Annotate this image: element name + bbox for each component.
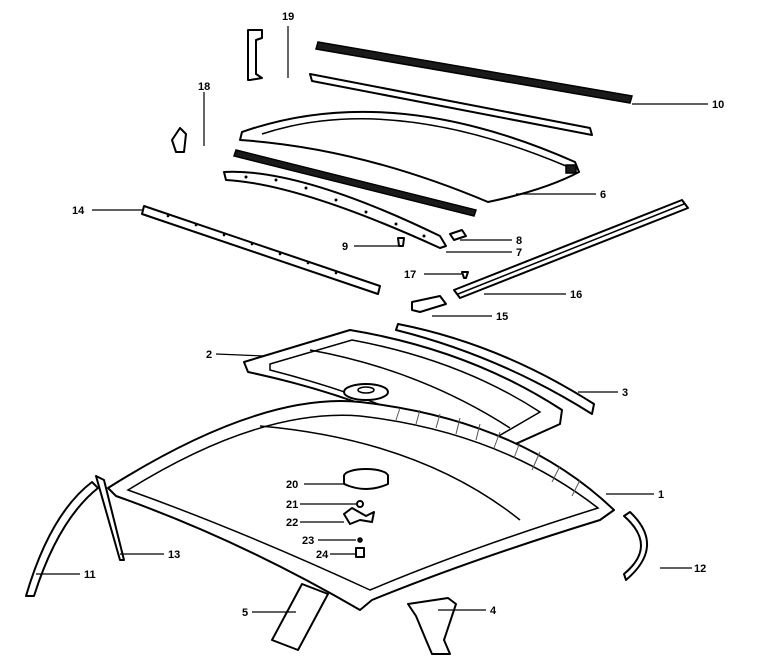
part-14 [141, 205, 381, 295]
callout-6: 6 [600, 189, 606, 201]
callout-23: 23 [302, 535, 314, 547]
callout-labels: 19 10 18 6 14 8 9 7 17 16 15 2 3 1 20 21… [72, 11, 724, 619]
part-23 [357, 537, 363, 543]
part-2 [243, 329, 563, 461]
callout-17: 17 [404, 269, 416, 281]
part-21 [356, 500, 364, 508]
part-6 [239, 110, 580, 203]
callout-1: 1 [658, 489, 664, 501]
part-3 [395, 323, 595, 415]
part-10 [315, 41, 633, 104]
part-17 [461, 271, 469, 279]
leader-lines [36, 26, 708, 613]
callout-9: 9 [342, 241, 348, 253]
part-16 [453, 199, 689, 299]
callout-21: 21 [286, 499, 298, 511]
callout-4: 4 [490, 605, 497, 617]
callout-3: 3 [622, 387, 628, 399]
callout-16: 16 [570, 289, 582, 301]
callout-5: 5 [242, 607, 248, 619]
callout-19: 19 [282, 11, 294, 23]
callout-14: 14 [72, 205, 85, 217]
part-7 [223, 170, 447, 249]
callout-22: 22 [286, 517, 298, 529]
part-19 [247, 29, 593, 136]
part-8 [449, 229, 467, 241]
callout-11: 11 [84, 569, 96, 581]
part-12 [623, 511, 648, 581]
callout-20: 20 [286, 479, 298, 491]
part-18 [171, 127, 477, 217]
callout-15: 15 [496, 311, 508, 323]
callout-18: 18 [198, 81, 210, 93]
roof-hatch [395, 407, 581, 497]
part-5 [271, 583, 329, 651]
part-13 [95, 475, 125, 561]
part-24 [355, 547, 365, 558]
part-15 [411, 295, 447, 313]
callout-10: 10 [712, 99, 724, 111]
callout-12: 12 [694, 563, 706, 575]
callout-2: 2 [206, 349, 212, 361]
callout-7: 7 [516, 247, 522, 259]
callout-13: 13 [168, 549, 180, 561]
part-4 [407, 597, 457, 655]
part-22 [343, 507, 375, 525]
callout-24: 24 [316, 549, 329, 561]
part-11 [25, 481, 99, 597]
part-20 [343, 468, 389, 490]
callout-8: 8 [516, 235, 522, 247]
part-9 [397, 237, 405, 247]
